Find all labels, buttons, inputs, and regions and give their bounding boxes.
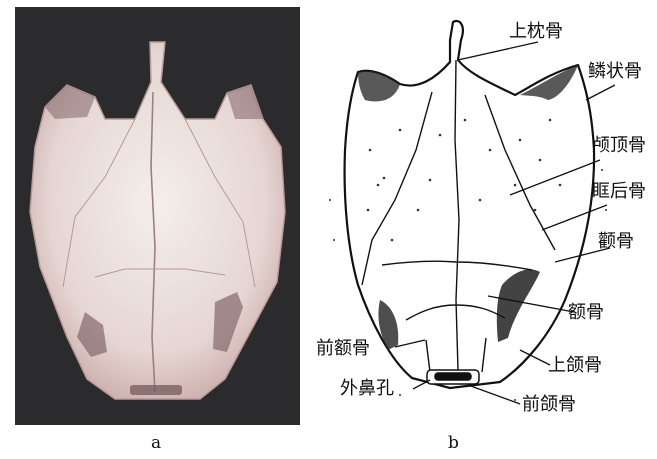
label-maxilla: 上颌骨 [548, 356, 602, 376]
leader-lines [395, 42, 615, 404]
skull-photo-panel [15, 7, 300, 425]
label-prefrontal: 前额骨 [316, 339, 370, 359]
caption-a: a [151, 433, 161, 453]
skull-left-notch [45, 85, 95, 119]
label-postorbital: 眶后骨 [592, 182, 646, 202]
caption-b: b [448, 433, 459, 453]
label-jugal: 颧骨 [598, 232, 634, 252]
label-parietal: 颅顶骨 [592, 136, 646, 156]
skull-right-notch [520, 65, 578, 100]
label-supraoccipital: 上枕骨 [509, 22, 563, 42]
skull-naris [427, 370, 479, 384]
label-premaxilla: 前颌骨 [522, 395, 576, 415]
skull-left-orbit [378, 300, 398, 350]
label-external-naris: 外鼻孔 [340, 379, 394, 399]
skull-right-orbit [497, 269, 540, 342]
label-frontal: 额骨 [568, 303, 604, 323]
skull-naris-shadow [130, 385, 182, 395]
skull-photo [15, 7, 300, 425]
skull-left-notch [358, 71, 400, 102]
skull-diagram-panel: 上枕骨 鳞状骨 颅顶骨 眶后骨 颧骨 额骨 前额骨 上颌骨 外鼻孔 前颌骨 [310, 0, 657, 459]
label-squamosal: 鳞状骨 [588, 62, 642, 82]
